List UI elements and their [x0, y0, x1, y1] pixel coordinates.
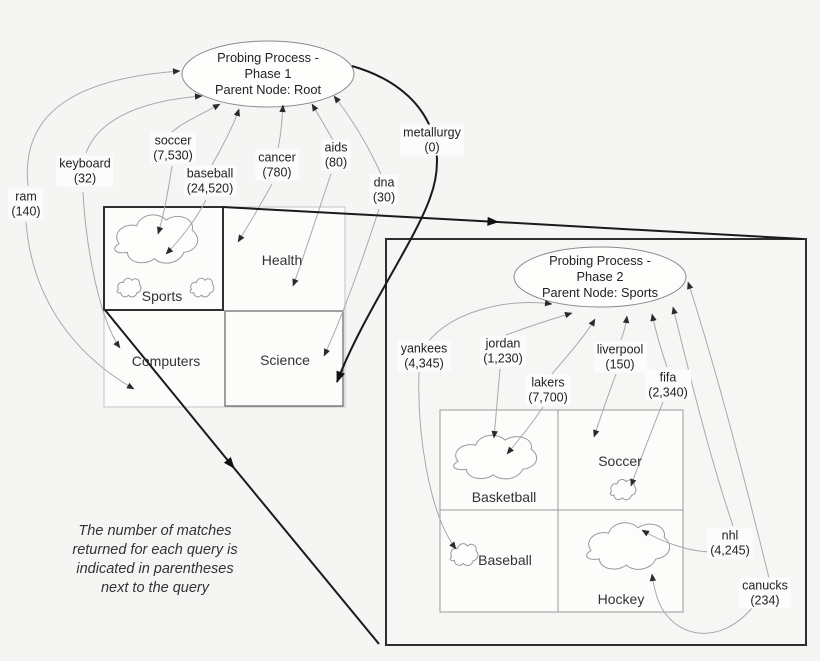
arrow-liverpool-to-sports-node [620, 315, 630, 341]
arrow-dna-to-root [333, 95, 382, 175]
arrow-fifa-to-sports-node [650, 313, 668, 368]
phase2-arrows-to-ellipse [427, 281, 770, 579]
phase2-map-outer-box [439, 409, 684, 613]
arrow-fifa-to-soccer [630, 401, 664, 487]
arrow-canucks-to-sports-node [687, 281, 770, 579]
arrow-soccer-to-root [171, 103, 221, 133]
arrow-dna-to-science [323, 208, 380, 357]
arrow-jordan-to-sports-node [505, 311, 573, 336]
arrow-liverpool-to-soccer [593, 373, 617, 438]
arrow-baseball-to-sports [165, 199, 207, 255]
arrow-keyboard-to-root [85, 93, 203, 154]
phase1-arrows-to-ellipse [26, 68, 382, 187]
arrow-jordan-to-basketball [491, 368, 501, 439]
arrow-baseball-to-root [211, 108, 240, 166]
zoom-lines [104, 206, 804, 645]
arrow-lakers-to-basketball [506, 406, 544, 455]
arrow-cancer-to-health [237, 183, 273, 243]
arrow-aids-to-health [292, 173, 332, 287]
zoom-line-bottom-arrow [104, 309, 235, 469]
arrow-ram-to-computers [25, 221, 135, 390]
arrow-soccer-to-sports [157, 165, 173, 235]
arrow-aids-to-root [311, 103, 334, 141]
arrow-metallurgy-to-science [336, 65, 438, 383]
zoom-line-top-arrow [222, 206, 499, 226]
zoom-line-bottom [233, 467, 380, 645]
arrow-yankees-to-baseball [418, 371, 457, 550]
phase1-ellipse [181, 40, 355, 108]
arrow-keyboard-to-computers [82, 191, 121, 349]
arrow-nhl-to-sports-node [671, 306, 734, 527]
arrow-cancer-to-root [277, 104, 286, 149]
phase1-map [104, 207, 346, 408]
phase1-science-quadrant-box [224, 310, 344, 407]
arrow-canucks-to-hockey [649, 573, 753, 634]
phase1-arrows-to-map [25, 165, 380, 390]
arrow-ram-to-root [26, 68, 181, 187]
zoom-line-top [497, 221, 804, 240]
arrow-lakers-to-sports-node [551, 318, 596, 375]
arrow-yankees-to-sports-node [427, 299, 553, 343]
phase2-ellipse [513, 246, 687, 308]
